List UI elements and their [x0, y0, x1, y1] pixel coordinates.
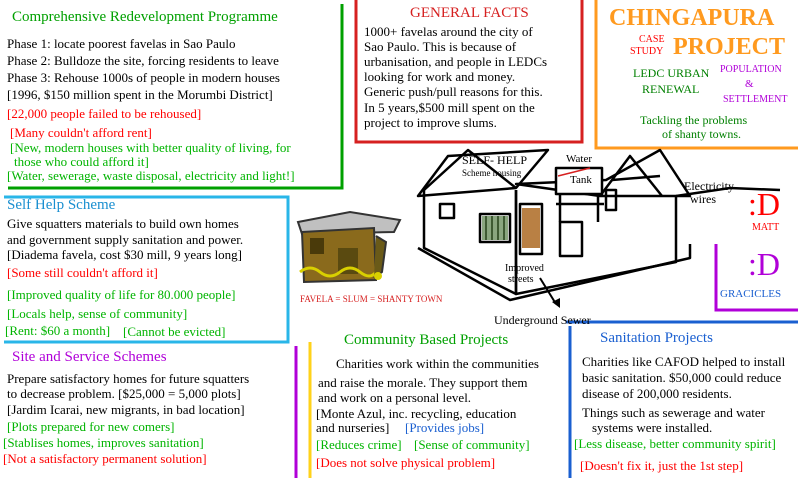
comprehensive-line-4: [1996, $150 million spent in the Morumbi… [7, 87, 273, 102]
comprehensive-line-3: Phase 3: Rehouse 1000s of people in mode… [7, 70, 280, 85]
house-label-electricity: Electricity [684, 179, 734, 193]
title-tagline-1: Tackling the problems [640, 113, 748, 127]
selfhelp-heading: Self Help Scheme [7, 197, 116, 213]
selfhelp-line-7: [Rent: $60 a month] [5, 323, 111, 338]
title-settlement: SETTLEMENT [723, 94, 788, 105]
title-tagline-2: of shanty towns. [662, 127, 741, 141]
favela-label: FAVELA = SLUM = SHANTY TOWN [300, 294, 443, 304]
selfhelp-line-5: [Improved quality of life for 80.000 peo… [7, 287, 236, 302]
house-label-streets: streets [508, 274, 534, 285]
sanitation-heading: Sanitation Projects [600, 330, 713, 346]
community-line-8: [Sense of community] [414, 437, 530, 452]
site-line-6: [Not a satisfactory permanent solution] [3, 451, 207, 466]
comprehensive-line-2: Phase 2: Bulldoze the site, forcing resi… [7, 53, 279, 68]
community-line-1: Charities work within the communities [336, 356, 539, 371]
community-line-4: [Monte Azul, inc. recycling, education [316, 406, 517, 421]
sanitation-line-3: disease of 200,000 residents. [582, 386, 732, 401]
community-line-3: and work on a personal level. [318, 390, 472, 405]
house-label-sewer: Underground Sewer [494, 313, 591, 327]
site-line-4: [Plots prepared for new comers] [7, 419, 175, 434]
comprehensive-bracket [8, 4, 344, 190]
title-project: PROJECT [673, 34, 786, 60]
electricity-wire [675, 186, 781, 198]
community-heading: Community Based Projects [344, 332, 509, 348]
general-line-6: In 5 years,$500 mill spent on the [364, 100, 535, 115]
site-line-3: [Jardim Icarai, new migrants, in bad loc… [7, 402, 245, 417]
title-bracket [594, 0, 798, 150]
house-ground [417, 244, 692, 302]
house-right-wall [514, 190, 678, 296]
title-renewal: RENEWAL [642, 82, 700, 96]
house-window [478, 212, 512, 244]
house-front-gable [423, 148, 517, 191]
house-label-scheme: Scheme housing [462, 168, 522, 178]
community-line-9: [Does not solve physical problem] [316, 455, 496, 470]
comprehensive-line-8: those who could afford it] [14, 154, 149, 169]
site-line-2: to decrease problem. [$25,000 = 5,000 pl… [7, 386, 241, 401]
site-line-1: Prepare satisfactory homes for future sq… [7, 371, 250, 386]
comprehensive-line-5: [22,000 people failed to be rehoused] [7, 106, 202, 121]
sanitation-line-1: Charities like CAFOD helped to install [582, 354, 786, 369]
title-chingapura: CHINGAPURA [609, 5, 775, 31]
selfhelp-line-2: and government supply sanitation and pow… [7, 232, 244, 247]
title-study: STUDY [630, 46, 664, 57]
house-door [518, 202, 544, 256]
community-line-2: and raise the morale. They support them [318, 375, 528, 390]
house-right-gable [599, 154, 663, 197]
house-label-wires: wires [690, 192, 716, 206]
favela-illustration [296, 210, 402, 284]
comprehensive-heading: Comprehensive Redevelopment Programme [12, 9, 278, 25]
selfhelp-line-6: [Locals help, sense of community] [7, 306, 188, 321]
general-heading: GENERAL FACTS [410, 5, 529, 21]
sanitation-line-7: [Doesn't fix it, just the 1st step] [580, 458, 744, 473]
author-bracket [714, 244, 798, 312]
selfhelp-bracket [4, 195, 290, 344]
sanitation-line-6: [Less disease, better community spirit] [574, 436, 776, 451]
general-line-5: Generic push/pull reasons for this. [364, 84, 543, 99]
matt-name: MATT [752, 222, 780, 233]
community-line-5: and nurseries] [316, 420, 390, 435]
title-ledc-urban: LEDC URBAN [633, 66, 710, 80]
comprehensive-line-7: [New, modern houses with better quality … [10, 140, 291, 155]
water-tank [554, 166, 604, 196]
selfhelp-line-8: [Cannot be evicted] [123, 324, 226, 339]
house-chimney [604, 188, 618, 212]
general-line-2: Sao Paulo. This is because of [364, 39, 517, 54]
title-population: POPULATION [720, 64, 782, 75]
title-amp: & [745, 78, 754, 90]
comprehensive-line-9: [Water, sewerage, waste disposal, electr… [7, 168, 295, 183]
general-line-1: 1000+ favelas around the city of [364, 24, 533, 39]
comprehensive-line-6: [Many couldn't afford rent] [10, 125, 152, 140]
title-case: CASE [639, 34, 665, 45]
selfhelp-line-1: Give squatters materials to build own ho… [7, 216, 239, 231]
site-heading: Site and Service Schemes [12, 349, 167, 365]
house-label-self-help: SELF- HELP [462, 153, 528, 167]
sanitation-line-4: Things such as sewerage and water [582, 405, 766, 420]
gracicles-smiley: :D [748, 246, 780, 282]
matt-smiley: :D [748, 186, 780, 222]
sanitation-line-5: systems were installed. [592, 420, 713, 435]
comprehensive-line-1: Phase 1: locate poorest favelas in Sao P… [7, 36, 236, 51]
community-line-6: [Provides jobs] [405, 420, 485, 435]
general-line-4: looking for work and money. [364, 69, 516, 84]
selfhelp-line-4: [Some still couldn't afford it] [7, 265, 158, 280]
selfhelp-line-3: [Diadema favela, cost $30 mill, 9 years … [7, 247, 243, 262]
community-line-7: [Reduces crime] [316, 437, 402, 452]
house-label-improved: Improved [505, 263, 544, 274]
general-line-7: project to improve slums. [364, 115, 497, 130]
house-label-water: Water [566, 153, 592, 165]
general-line-3: urbanisation, and people in LEDCs [364, 54, 548, 69]
house-left-roof [416, 148, 550, 198]
house-label-tank: Tank [570, 174, 592, 186]
sanitation-line-2: basic sanitation. $50,000 could reduce [582, 370, 782, 385]
gracicles-name: GRACICLES [720, 288, 782, 300]
site-line-5: [Stablises homes, improves sanitation] [3, 435, 204, 450]
